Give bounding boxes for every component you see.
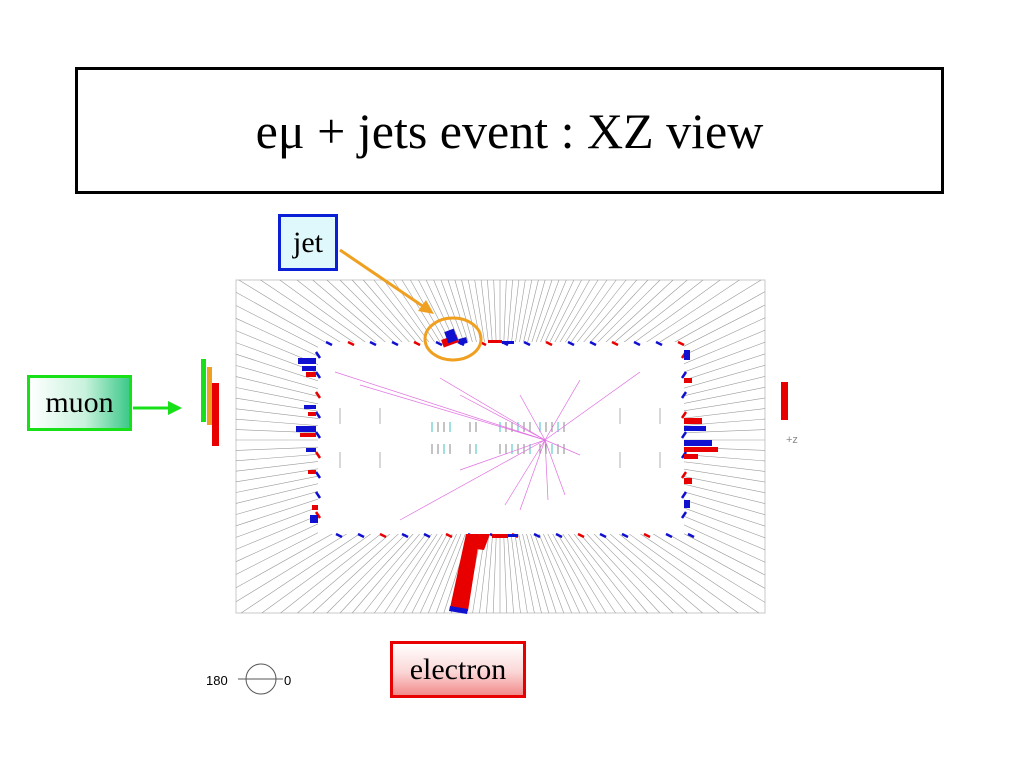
edge-segment	[555, 532, 563, 539]
edge-segment	[314, 491, 322, 499]
edge-segment	[599, 532, 607, 539]
tracker-hits	[431, 422, 565, 454]
edge-segment	[611, 340, 619, 347]
edge-segment	[314, 391, 322, 399]
electron-label-text: electron	[409, 652, 507, 686]
edge-segment	[369, 340, 377, 347]
calorimeter-inner-region	[318, 342, 684, 534]
edge-segment	[445, 532, 453, 539]
reconstructed-tracks	[334, 371, 641, 521]
edge-segment	[423, 532, 431, 539]
electron-energy-deposit	[449, 534, 518, 614]
edge-segment	[335, 532, 343, 539]
edge-segment	[633, 340, 641, 347]
edge-segment	[379, 532, 387, 539]
edge-segment	[314, 411, 322, 419]
slide-title: eμ + jets event : XZ view	[255, 102, 764, 159]
slide-title-box: eμ + jets event : XZ view	[75, 67, 944, 194]
edge-segment	[413, 340, 421, 347]
edge-segment	[347, 340, 355, 347]
edge-segment	[314, 431, 322, 439]
muon-arrow	[133, 401, 182, 415]
phi-orientation-indicator	[238, 663, 283, 695]
edge-segment	[680, 411, 688, 419]
muon-label-text: muon	[45, 386, 114, 419]
edge-segment	[680, 371, 688, 379]
tracker-region	[339, 408, 661, 468]
edge-segment	[643, 532, 651, 539]
edge-segment	[314, 451, 322, 459]
edge-segment	[680, 491, 688, 499]
top-energy-deposits	[441, 328, 514, 348]
electron-label: electron	[390, 641, 526, 698]
edge-segment	[621, 532, 629, 539]
edge-segment	[357, 532, 365, 539]
phi-label-180: 180	[206, 673, 228, 688]
edge-segment	[589, 340, 597, 347]
edge-segment	[545, 340, 553, 347]
edge-segment	[391, 340, 399, 347]
edge-segment	[314, 351, 322, 359]
jet-arrow	[339, 248, 434, 314]
edge-segment	[533, 532, 541, 539]
edge-segment	[680, 471, 688, 479]
edge-segment	[523, 340, 531, 347]
edge-segment	[401, 532, 409, 539]
muon-label: muon	[27, 375, 132, 431]
phi-label-0: 0	[284, 673, 292, 688]
edge-segment	[314, 371, 322, 379]
edge-segment	[567, 340, 575, 347]
edge-segment	[665, 532, 673, 539]
edge-segment	[680, 391, 688, 399]
edge-segment	[680, 511, 688, 519]
edge-segment	[680, 431, 688, 439]
muon-hits-left	[201, 359, 219, 446]
right-energy-deposits	[684, 350, 718, 508]
jet-label: jet	[278, 214, 338, 271]
jet-highlight-circle	[423, 316, 483, 362]
jet-label-text: jet	[293, 225, 323, 259]
edge-segment	[314, 471, 322, 479]
edge-segment	[435, 340, 443, 347]
edge-segment	[325, 340, 333, 347]
edge-segment	[677, 340, 685, 347]
edge-segment	[687, 532, 695, 539]
right-energy-bar	[781, 382, 788, 420]
edge-segment	[577, 532, 585, 539]
edge-segment	[655, 340, 663, 347]
left-energy-deposits	[296, 358, 318, 523]
z-axis-label: +z	[786, 434, 798, 446]
